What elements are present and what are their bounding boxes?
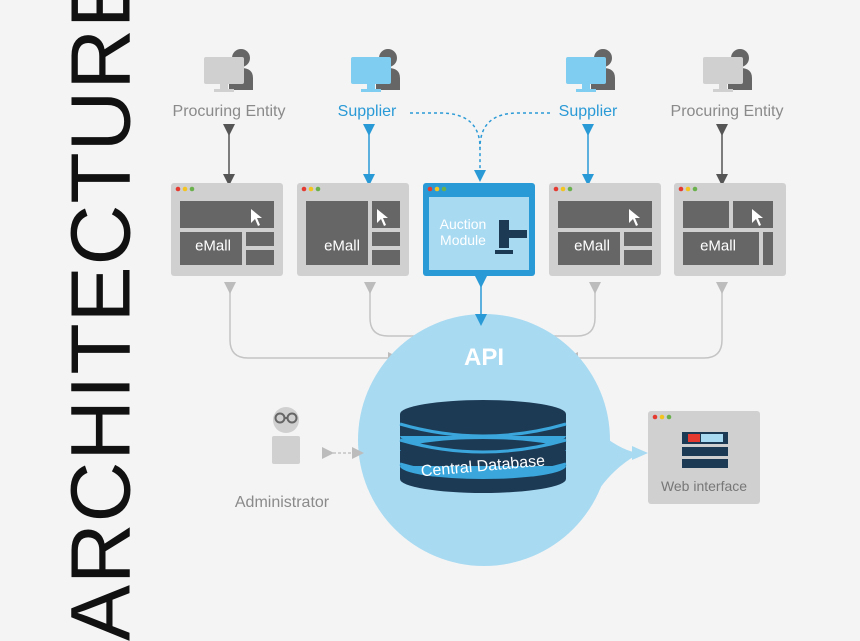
web-interface-window xyxy=(648,411,760,504)
administrator-label: Administrator xyxy=(234,494,330,511)
procuring-entity-label-2: Procuring Entity xyxy=(670,103,784,120)
auction-module-window xyxy=(423,183,535,276)
auction-label-line2: Module xyxy=(440,232,486,248)
emall-label-4: eMall xyxy=(700,237,736,255)
auction-label-line1: Auction xyxy=(439,216,487,232)
architecture-diagram: ARCHITECTURE xyxy=(54,0,786,641)
supplier-label-2: Supplier xyxy=(558,103,618,120)
central-database-icon xyxy=(400,400,566,493)
procuring-entity-icon-2 xyxy=(703,49,752,92)
procuring-entity-label-1: Procuring Entity xyxy=(172,103,286,120)
procuring-entity-icon-1 xyxy=(204,49,253,92)
emall-label-2: eMall xyxy=(324,237,360,255)
emall-label-3: eMall xyxy=(574,237,610,255)
emall-label-1: eMall xyxy=(195,237,231,255)
module-api-connectors xyxy=(224,282,728,364)
emall-window-2 xyxy=(297,183,409,276)
supplier-label-1: Supplier xyxy=(337,103,397,120)
supplier-auction-dotted xyxy=(410,112,550,182)
api-label: API xyxy=(463,344,505,371)
supplier-icon-1 xyxy=(351,49,400,92)
database-stripes xyxy=(399,422,567,478)
supplier-icon-2 xyxy=(566,49,615,92)
top-connectors xyxy=(223,124,728,186)
emall-window-4 xyxy=(674,183,786,276)
web-interface-label: Web interface xyxy=(660,478,748,494)
diagram-canvas xyxy=(171,49,786,566)
administrator-icon xyxy=(272,407,300,464)
gavel-icon xyxy=(495,220,527,254)
auction-module-label: Auction Module xyxy=(440,216,487,248)
emall-window-3 xyxy=(549,183,661,276)
emall-window-1 xyxy=(171,183,283,276)
